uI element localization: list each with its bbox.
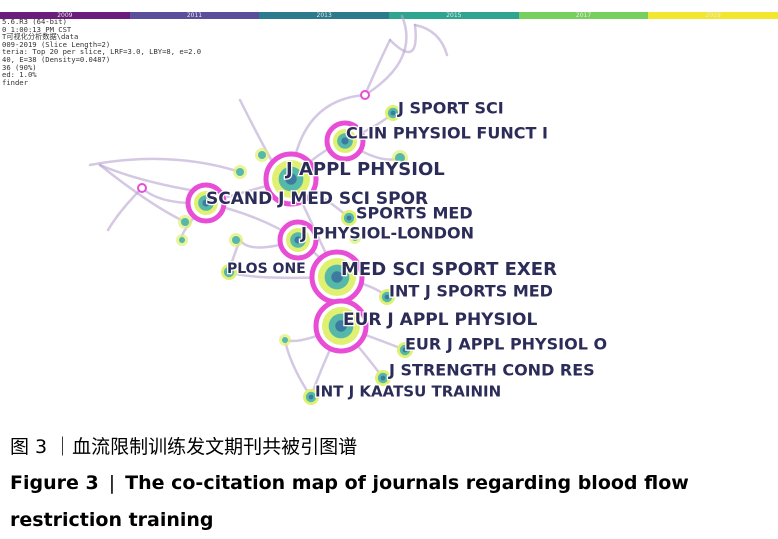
journal-label: J PHYSIOL-LONDON (300, 224, 474, 243)
timeline-year-label: 2009 (57, 12, 73, 19)
node-center (331, 271, 343, 283)
node-center (308, 394, 314, 400)
citation-link (413, 23, 449, 57)
network-graph: J SPORT SCI CLIN PHYSIOL FUNCT I J APPL PH… (88, 14, 608, 405)
timeline-segment-2017: 2017 (518, 12, 649, 19)
node-center (335, 320, 347, 332)
citespace-info-text: 5.6.R3 (64-bit) 0 1:00:13 PM CST T可视化分析数… (2, 17, 202, 87)
journal-label: CLIN PHYSIOL FUNCT I (346, 124, 548, 143)
minor-node (232, 236, 240, 244)
timeline-segment-2011: 2011 (129, 12, 260, 19)
minor-node (179, 237, 185, 243)
timeline-year-label: 2013 (316, 12, 332, 19)
journal-label: J SPORT SCI (397, 99, 504, 118)
minor-node (352, 235, 358, 241)
timeline-year-label: 2015 (446, 12, 462, 19)
citation-link (388, 23, 417, 54)
node-center (341, 137, 349, 145)
citation-link (88, 157, 242, 174)
timeline-segment-2013: 2013 (259, 12, 390, 19)
timeline-year-label: 2011 (186, 12, 203, 19)
journal-label: INT J SPORTS MED (389, 282, 553, 301)
node-center (294, 236, 302, 244)
timeline-segment-2009: 2009 (0, 12, 130, 19)
node-center (226, 269, 232, 275)
node-center (402, 347, 408, 353)
journal-label: MED SCI SPORT EXER (341, 259, 557, 280)
timeline-bar: 2009 2011 2013 2015 2017 2019 (0, 12, 778, 19)
minor-node (282, 337, 288, 343)
citation-link (283, 338, 313, 399)
figure-caption-chinese: 图 3 ｜血流限制训练发文期刊共被引图谱 (10, 436, 358, 458)
figure-caption-english: Figure 3 |The co-citation map of journals… (10, 465, 775, 539)
minor-node (258, 151, 266, 159)
minor-node (395, 153, 405, 163)
co-citation-map: 2009 2011 2013 2015 2017 2019 5.6.R3 (64-bit)… (0, 12, 778, 405)
timeline-segment-2019: 2019 (648, 12, 778, 19)
node-center (384, 294, 390, 300)
timeline-year-label: 2019 (705, 12, 721, 19)
burst-minor-node (137, 183, 147, 193)
caption-separator: | (108, 472, 116, 494)
node-center (380, 375, 386, 381)
journal-label: PLOS ONE (227, 261, 306, 277)
journal-label: J APPL PHYSIOL (284, 159, 445, 180)
citation-link (363, 38, 392, 97)
citation-link (98, 163, 192, 192)
minor-node (236, 168, 244, 176)
node-center (346, 215, 352, 221)
journal-label: INT J KAATSU TRAININ (315, 383, 501, 401)
node-center (285, 173, 297, 185)
timeline-segment-2015: 2015 (389, 12, 519, 19)
citation-link (106, 186, 144, 232)
minor-node (181, 218, 189, 226)
citation-link (98, 163, 187, 224)
burst-minor-node (360, 90, 370, 100)
journal-label: EUR J APPL PHYSIOL (343, 310, 538, 330)
figure-number: Figure 3 (10, 472, 99, 494)
timeline-year-label: 2017 (575, 12, 592, 19)
journal-label: EUR J APPL PHYSIOL O (405, 335, 607, 354)
citation-link (363, 14, 408, 97)
journal-label: J STRENGTH COND RES (388, 361, 595, 380)
figure-title: The co-citation map of journals regardin… (10, 472, 689, 531)
node-center (202, 199, 210, 207)
node-center (390, 110, 396, 116)
journal-label: SPORTS MED (356, 204, 473, 223)
journal-label: SCAND J MED SCI SPOR (206, 189, 428, 209)
